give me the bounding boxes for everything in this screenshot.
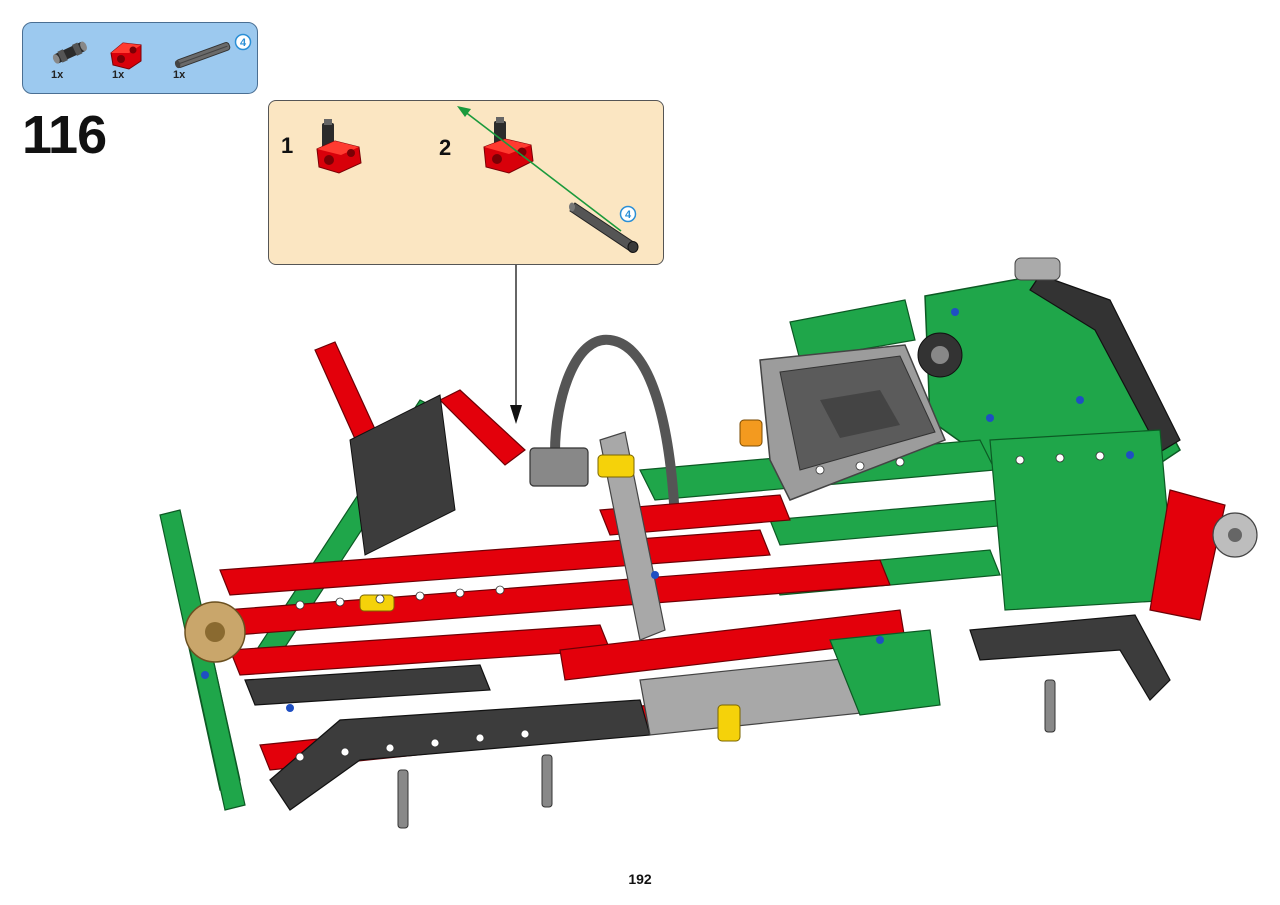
gear-icon	[1212, 512, 1258, 558]
part-quantity: 1x	[112, 69, 125, 81]
insertion-arrow-head	[457, 106, 471, 117]
substep-illustration: 4	[316, 106, 639, 253]
axle-4-icon: 4	[174, 33, 252, 69]
parts-list-callout: 1x 1x 4 1x	[22, 22, 258, 94]
substep-label-2: 2	[439, 135, 452, 160]
blue-pins	[201, 308, 1134, 712]
part-quantity: 1x	[173, 69, 186, 81]
step-number: 116	[22, 105, 107, 165]
substep-1-connector-icon	[316, 119, 362, 174]
insertion-arrow-line	[463, 110, 622, 232]
gear-icon	[184, 601, 246, 663]
part-quantity: 1x	[51, 69, 64, 81]
part-axle-connector: 1x	[37, 23, 107, 93]
substep-2-axle-icon	[569, 202, 639, 253]
part-red-cross-block: 1x	[99, 23, 169, 93]
motor-icon	[759, 332, 963, 501]
axle-icon	[541, 754, 553, 808]
axle-icon	[397, 769, 409, 829]
part-axle-4: 4 1x	[163, 23, 259, 93]
axle-length-badge: 4	[625, 209, 632, 221]
substep-callout: 1 2 4	[268, 100, 664, 265]
substep-label-1: 1	[281, 133, 294, 158]
axle-connector-icon	[52, 41, 87, 64]
axle-length-badge: 4	[240, 37, 247, 49]
axle-icon	[1044, 679, 1056, 733]
red-cross-block-icon	[110, 42, 142, 70]
page-number: 192	[628, 871, 652, 887]
beam-holes	[295, 451, 1105, 762]
